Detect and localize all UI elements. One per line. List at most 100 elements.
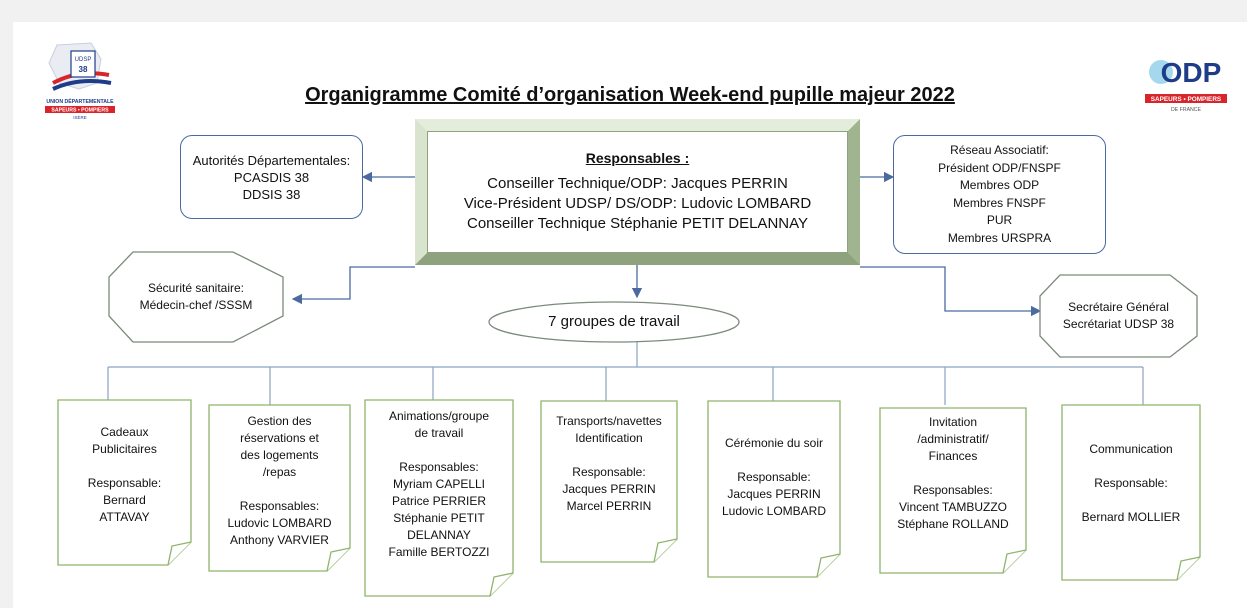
card-line: Transports/navettes	[556, 414, 662, 428]
card-line	[880, 465, 1026, 482]
reseau-line: PUR	[986, 213, 1013, 227]
card-lines: Gestion des réservations et des logements /…	[209, 413, 350, 549]
card-fold-6	[1002, 549, 1027, 574]
logo-right-band: SAPEURS • POMPIERS	[1151, 96, 1222, 103]
logo-left-line1: UNION DÉPARTEMENTALE	[46, 97, 114, 105]
responsables-title: Responsables :	[585, 150, 690, 166]
logo-left-small: UDSP	[75, 57, 92, 63]
autorites-line: PCASDIS 38	[233, 169, 310, 185]
reseau-line: Membres ODP	[959, 178, 1040, 192]
card-line: Patrice PERRIER	[391, 494, 487, 508]
card-line: /repas	[262, 465, 297, 479]
card-line: Myriam CAPELLI	[392, 477, 486, 491]
card-line	[58, 458, 191, 475]
logo-right-sub: DE FRANCE	[1171, 107, 1202, 113]
logo-right-brand: ODP	[1161, 57, 1222, 88]
card-fold-2	[326, 547, 351, 572]
card-line	[209, 481, 350, 498]
card-lines: Animations/groupe de travail Responsables…	[365, 408, 513, 561]
secretaire-line: Secrétaire Général	[1068, 300, 1169, 314]
card-line: Finances	[928, 449, 978, 463]
card-fold-5	[816, 553, 841, 578]
card-animations: Animations/groupe de travail Responsables…	[365, 400, 513, 596]
card-gestion: Gestion des réservations et des logements /…	[209, 405, 350, 571]
card-lines: Communication Responsable: Bernard MOLLI…	[1062, 441, 1200, 526]
logo-left-year: 38	[79, 65, 88, 74]
card-line: Responsable:	[572, 465, 646, 479]
card-fold-1	[167, 541, 192, 566]
groupes-label: 7 groupes de travail	[548, 313, 680, 330]
udsp-logo: UDSP 38 UNION DÉPARTEMENTALE SAPEURS • P…	[39, 39, 121, 121]
card-line	[1062, 492, 1200, 509]
card-line: Bernard	[103, 493, 146, 507]
card-fold-3	[489, 572, 514, 597]
card-line: /administratif/	[917, 432, 989, 446]
card-line: ATTAVAY	[99, 510, 150, 524]
connector-lines	[57, 171, 1201, 597]
card-line: de travail	[414, 426, 464, 440]
responsables-line: Conseiller Technique/ODP: Jacques PERRIN	[487, 175, 788, 192]
card-line: Famille BERTOZZI	[388, 545, 490, 559]
org-chart-page: UDSP 38 UNION DÉPARTEMENTALE SAPEURS • P…	[13, 22, 1247, 608]
card-line: Anthony VARVIER	[230, 533, 329, 547]
card-line: Publicitaires	[92, 442, 157, 456]
secretaire-label: Secrétaire Général Secrétariat UDSP 38	[1042, 299, 1195, 333]
logo-left-line3: ISÈRE	[73, 114, 87, 120]
autorites-line: DDSIS 38	[242, 186, 301, 202]
securite-line: Sécurité sanitaire:	[147, 281, 245, 295]
card-line: Animations/groupe	[388, 409, 490, 423]
card-line: Responsable:	[87, 476, 162, 490]
card-line: Identification	[575, 431, 643, 445]
card-line: Jacques PERRIN	[727, 487, 821, 501]
card-line: Cérémonie du soir	[724, 436, 824, 450]
card-line	[541, 447, 677, 464]
card-line: Gestion des	[247, 414, 312, 428]
reseau-line: Président ODP/FNSPF	[938, 160, 1061, 175]
card-line: Responsables:	[239, 499, 320, 513]
card-line: Responsable:	[1094, 476, 1168, 490]
secretaire-line: Secrétariat UDSP 38	[1062, 317, 1175, 331]
odp-logo: ODP SAPEURS • POMPIERS DE FRANCE	[1141, 50, 1231, 118]
card-line: Responsable:	[737, 470, 811, 484]
card-line: Bernard MOLLIER	[1081, 510, 1181, 524]
securite-octagon	[108, 251, 284, 343]
card-invitation: Invitation/administratif/Finances Respon…	[880, 408, 1026, 573]
responsables-line: Vice-Président UDSP/ DS/ODP: Ludovic LOM…	[463, 195, 812, 212]
reseau-line: Membres URSPRA	[947, 230, 1052, 245]
card-line: Vincent TAMBUZZO	[898, 500, 1008, 514]
card-line: Ludovic LOMBARD	[227, 516, 332, 530]
responsables-box: Responsables : Conseiller Technique/ODP:…	[415, 119, 860, 265]
link-to-securite	[291, 266, 415, 305]
card-line: Cadeaux	[100, 425, 149, 439]
card-communication: Communication Responsable: Bernard MOLLI…	[1062, 405, 1200, 580]
card-lines: Cérémonie du soir Responsable: Jacques PE…	[708, 435, 840, 520]
card-line: Communication	[1089, 442, 1173, 456]
card-line: des logements	[240, 448, 319, 462]
link-to-secretaire	[860, 266, 1042, 317]
card-fold-7	[1176, 556, 1201, 581]
card-line: Responsables:	[913, 483, 993, 497]
tree-lines	[107, 340, 1144, 405]
card-line: réservations et	[240, 431, 319, 445]
reseau-line: Membres FNSPF	[953, 195, 1046, 210]
groupes-ellipse	[488, 301, 740, 343]
securite-line: Médecin-chef /SSSM	[139, 298, 253, 312]
card-line: Marcel PERRIN	[566, 499, 652, 513]
secretaire-octagon	[1039, 274, 1198, 358]
card-ceremonie: Cérémonie du soir Responsable: Jacques PE…	[708, 401, 840, 577]
card-line	[1062, 458, 1200, 475]
page-title: Organigramme Comité d’organisation Week-…	[305, 84, 955, 106]
reseau-line: Réseau Associatif:	[950, 143, 1049, 157]
card-lines: Invitation/administratif/Finances Respon…	[880, 414, 1026, 533]
card-line: Ludovic LOMBARD	[721, 504, 827, 518]
card-fold-4	[653, 538, 678, 563]
card-line: Stéphanie PETIT	[393, 511, 485, 525]
card-line: Responsables:	[399, 460, 479, 474]
card-line: Jacques PERRIN	[562, 482, 656, 496]
card-line: Stéphane ROLLAND	[897, 517, 1009, 531]
autorites-line: Autorités Départementales:	[192, 152, 351, 168]
card-line: Invitation	[928, 415, 978, 429]
